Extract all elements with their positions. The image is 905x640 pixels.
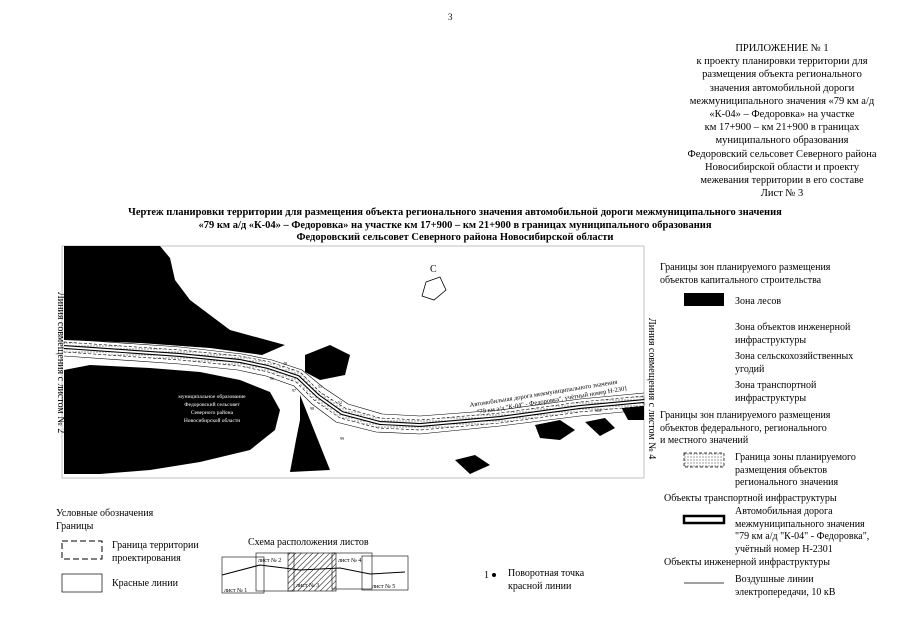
forest-area [64, 365, 280, 474]
svg-text:Федоровский сельсовет: Федоровский сельсовет [184, 401, 240, 408]
legend-road-swatch [682, 514, 726, 525]
appendix-line: км 17+900 – км 21+900 в границах [704, 122, 860, 134]
legend-regional-zone-swatch [683, 452, 725, 468]
appendix-line: межевания территории в его составе [700, 175, 864, 187]
forest-area [64, 246, 285, 355]
point-number: 99 [340, 436, 344, 441]
page-number: 3 [448, 12, 453, 22]
road-line-inner [63, 346, 645, 426]
point-number: 47 [248, 349, 252, 354]
appendix-line: значения автомобильной дороги [709, 82, 855, 94]
appendix-line: Федоровский сельсовет Северного района [687, 148, 877, 160]
forest-area [290, 395, 330, 472]
appendix-line: «К-04» – Федоровка» на участке [709, 109, 855, 121]
legend-boundary-label: Граница территории проектирования [112, 540, 199, 564]
legend-red-lines-swatch [61, 573, 103, 593]
forest-area [305, 345, 350, 380]
legend-agricultural-label: Зона сельскохозяйственных угодий [735, 351, 854, 375]
legend-regional-zone-label: Граница зоны планируемого размещения объ… [735, 452, 856, 488]
sheet-scheme-title: Схема расположения листов [248, 537, 369, 548]
point-number: 52 [338, 400, 342, 405]
settlement-label: муниципальное образование Федоровский се… [178, 393, 246, 424]
sheet-label: лист № 3 [296, 583, 319, 589]
appendix-block: ПРИЛОЖЕНИЕ № 1 к проекту планировки терр… [668, 42, 896, 200]
sheet-label: лист № 4 [338, 558, 361, 564]
north-label: С [430, 264, 437, 275]
title-line: «79 км а/д «К-04» – Федоровка» на участк… [198, 219, 712, 231]
appendix-line: муниципального образования [715, 135, 849, 147]
legend-engineering-objects-heading: Объекты инженерной инфраструктуры [664, 557, 831, 568]
sheet-label: лист № 2 [258, 558, 281, 564]
left-match-line-label: Линия совмещения с листом № 2 [55, 292, 66, 433]
legend-boundary-swatch [61, 540, 103, 560]
legend-road-label: Автомобильная дорога межмуниципального з… [735, 506, 870, 555]
sheet-scheme: лист № 1 лист № 2 лист № 3 лист № 4 лист… [221, 552, 409, 594]
point-number: 95 [150, 368, 154, 373]
legend-forest-swatch [684, 293, 724, 306]
red-line [63, 338, 645, 417]
svg-text:муниципальное образование: муниципальное образование [178, 393, 246, 400]
appendix-line: размещения объекта регионального [702, 69, 862, 81]
point-number: 48 [283, 361, 287, 366]
north-shape [421, 276, 447, 301]
point-number: 51 [318, 384, 322, 389]
point-number: 96 [270, 376, 274, 381]
appendix-line: Новосибирской области и проекту [705, 161, 859, 173]
turning-point-marker [492, 573, 496, 577]
svg-text:Северного района: Северного района [191, 409, 234, 416]
svg-text:Новосибирской области: Новосибирской области [184, 417, 240, 424]
legend-federal-heading: Границы зон планируемого размещения объе… [660, 410, 831, 446]
sheet-label: лист № 1 [224, 588, 247, 594]
turning-point-number: 1 [484, 570, 489, 581]
forest-area [455, 455, 490, 474]
legend-transport-objects-heading: Объекты транспортной инфраструктуры [664, 493, 837, 504]
appendix-heading: ПРИЛОЖЕНИЕ № 1 [735, 43, 829, 54]
drawing-title: Чертеж планировки территории для размеще… [60, 207, 850, 245]
appendix-sheet: Лист № 3 [760, 188, 804, 200]
point-number: 100 [595, 408, 601, 413]
sheet-label: лист № 5 [372, 584, 395, 590]
turning-points: 47 48 51 52 95 96 97 98 99 100 [150, 349, 601, 441]
title-line: Федоровский сельсовет Северного района Н… [296, 232, 614, 244]
turning-point-label: Поворотная точка красной линии [508, 568, 585, 592]
appendix-line: межмуниципального значения «79 км а/д [689, 95, 875, 107]
title-line: Чертеж планировки территории для размеще… [128, 207, 782, 218]
legend-engineering-label: Зона объектов инженерной инфраструктуры [735, 322, 851, 346]
legend-heading: Условные обозначения [56, 508, 154, 519]
legend-power-line-label: Воздушные линии электропередачи, 10 кВ [735, 574, 836, 598]
forest-area [535, 420, 575, 440]
appendix-line: к проекту планировки территории для [696, 56, 868, 68]
point-number: 98 [310, 406, 314, 411]
point-number: 97 [292, 388, 296, 393]
right-match-line-label: Линия совмещения с листом № 4 [646, 318, 657, 459]
forest-area [585, 418, 615, 436]
legend-subheading: Границы [56, 521, 94, 532]
legend-capital-heading: Границы зон планируемого размещения объе… [660, 262, 831, 286]
legend-forest-label: Зона лесов [735, 296, 782, 307]
legend-transport-label: Зона транспортной инфраструктуры [735, 380, 817, 404]
map-frame [61, 245, 645, 479]
legend-red-lines-label: Красные линии [112, 578, 178, 589]
red-line [63, 355, 645, 435]
